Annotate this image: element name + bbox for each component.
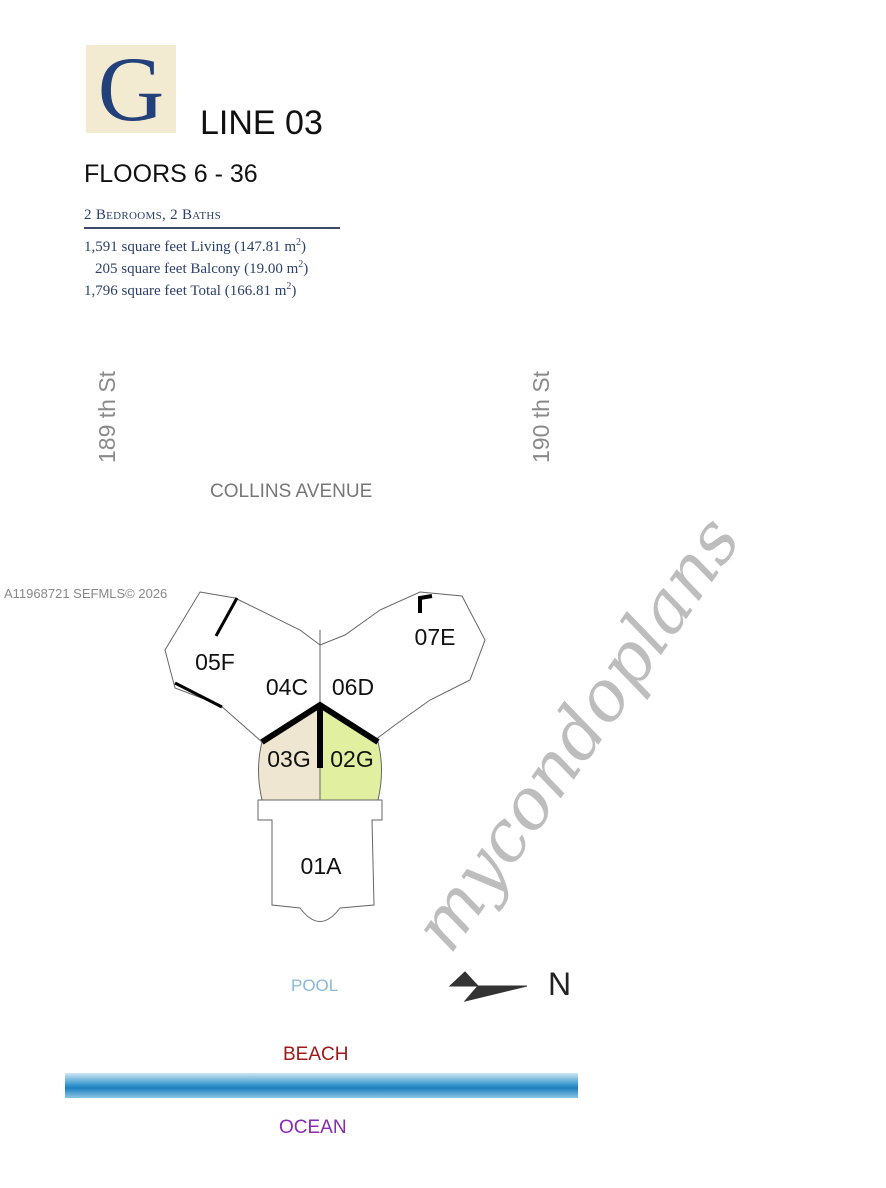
line-title: LINE 03 (200, 104, 323, 142)
unit-07E-label: 07E (415, 624, 456, 650)
listing-watermark: A11968721 SEFMLS© 2026 (4, 586, 168, 601)
pool-label: POOL (291, 976, 339, 995)
bedrooms-baths: 2 Bedrooms, 2 Baths (84, 207, 222, 223)
unit-01A-label: 01A (301, 853, 343, 879)
area-total: 1,796 square feet Total (166.81 m2) (84, 281, 297, 299)
ocean-band (65, 1073, 578, 1098)
collins-avenue: COLLINS AVENUE (210, 481, 373, 502)
brand-watermark: mycondoplans (397, 501, 756, 965)
divider (84, 227, 340, 229)
arrow-right-icon (448, 971, 528, 1002)
unit-04C-label: 04C (266, 674, 308, 700)
unit-07E-shape (319, 591, 486, 741)
north-label: N (548, 966, 572, 1002)
area-living: 1,591 square feet Living (147.81 m2) (84, 237, 307, 255)
unit-03G-label: 03G (267, 746, 310, 772)
beach-label: BEACH (283, 1044, 349, 1065)
floors-label: FLOORS 6 - 36 (84, 160, 258, 188)
ocean-label: OCEAN (279, 1117, 347, 1138)
building-logo: G (86, 39, 176, 139)
unit-02G-label: 02G (330, 746, 373, 772)
area-balcony: 205 square feet Balcony (19.00 m2) (95, 259, 309, 277)
unit-05F-label: 05F (195, 649, 235, 675)
unit-01A-shape (257, 799, 383, 922)
unit-06D-label: 06D (332, 674, 374, 700)
